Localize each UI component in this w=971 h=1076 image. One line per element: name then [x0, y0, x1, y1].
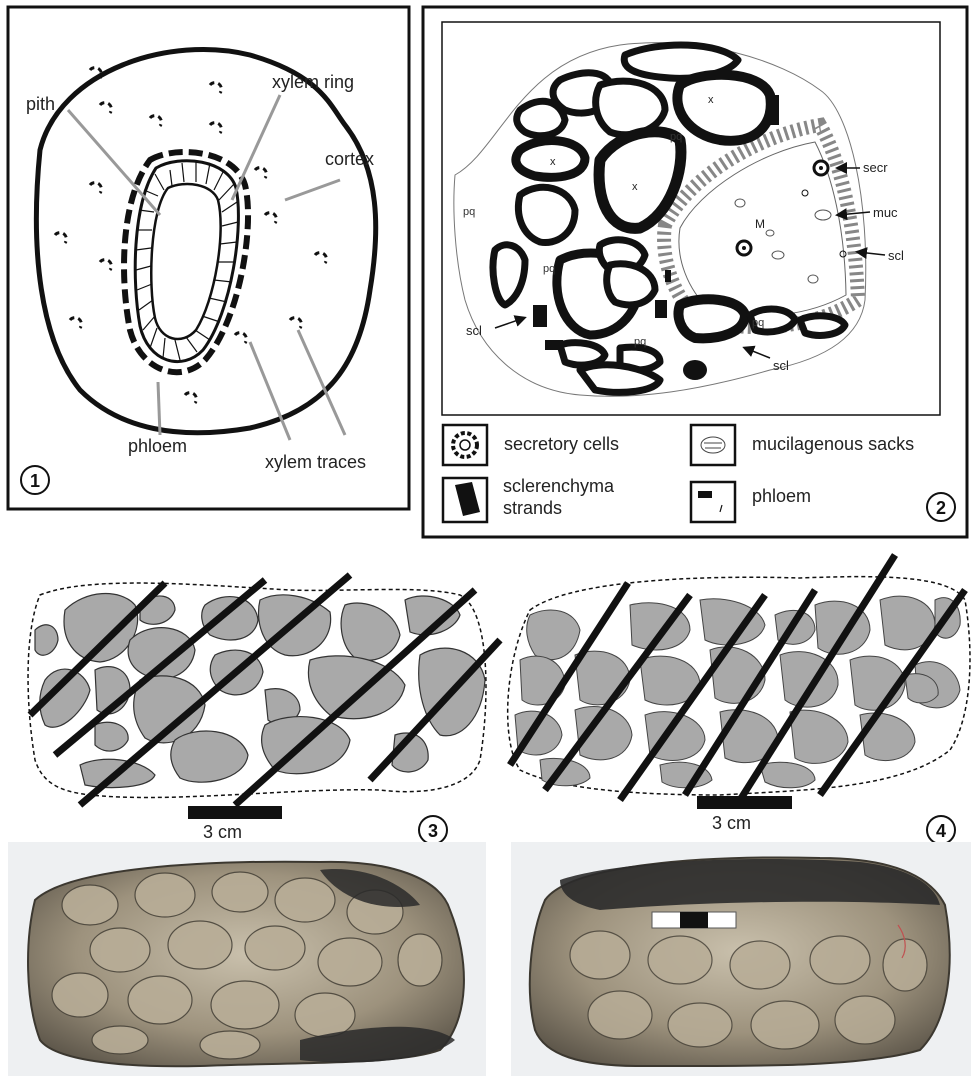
label-xylem-traces: xylem traces [265, 452, 366, 472]
label-x1: x [708, 94, 714, 106]
panel-4-number: 4 [936, 821, 946, 841]
label-M: M [755, 217, 765, 231]
panel-1-number: 1 [30, 471, 40, 491]
photo-right-scale-card [652, 912, 736, 928]
panel-2: x x x pq pq pq pq pq M secr muc [423, 7, 967, 537]
label-x3: x [632, 181, 638, 193]
panel-3-scale-label: 3 cm [203, 822, 242, 842]
panel-4-scale-label: 3 cm [712, 813, 751, 833]
label-phloem: phloem [128, 436, 187, 456]
label-scl-left: scl [466, 323, 482, 338]
panel-3-number: 3 [428, 821, 438, 841]
label-pith: pith [26, 94, 55, 114]
panel-2-number: 2 [936, 498, 946, 518]
label-secr: secr [863, 160, 888, 175]
label-scl-bottom: scl [773, 358, 789, 373]
photo-left [8, 842, 486, 1076]
label-scl-right: scl [888, 248, 904, 263]
label-cortex: cortex [325, 149, 374, 169]
label-pq5: pq [752, 317, 764, 329]
legend-phloem-label: phloem [752, 486, 811, 506]
label-x2: x [550, 156, 556, 168]
panel-3-stones [35, 594, 485, 788]
label-pq1: pq [670, 131, 682, 143]
panel-3: 3 cm 3 [28, 575, 500, 844]
label-xylem-ring: xylem ring [272, 72, 354, 92]
legend-secretory-label: secretory cells [504, 434, 619, 454]
photo-right [511, 842, 971, 1076]
legend-phloem-swatch [691, 482, 735, 522]
label-pq4: pq [634, 336, 646, 348]
label-pq3: pq [543, 263, 555, 275]
panel-1: pith xylem ring cortex phloem xylem trac… [8, 7, 409, 509]
legend-mucilage-label: mucilagenous sacks [752, 434, 914, 454]
label-muc: muc [873, 205, 898, 220]
legend-sclerenchyma-label-1: sclerenchyma [503, 476, 615, 496]
panel-4: 3 cm 4 [508, 555, 970, 844]
panel-4-scale-bar [697, 796, 792, 809]
legend-sclerenchyma-label-2: strands [503, 498, 562, 518]
panel-3-scale-bar [188, 806, 282, 819]
label-pq2: pq [463, 206, 475, 218]
